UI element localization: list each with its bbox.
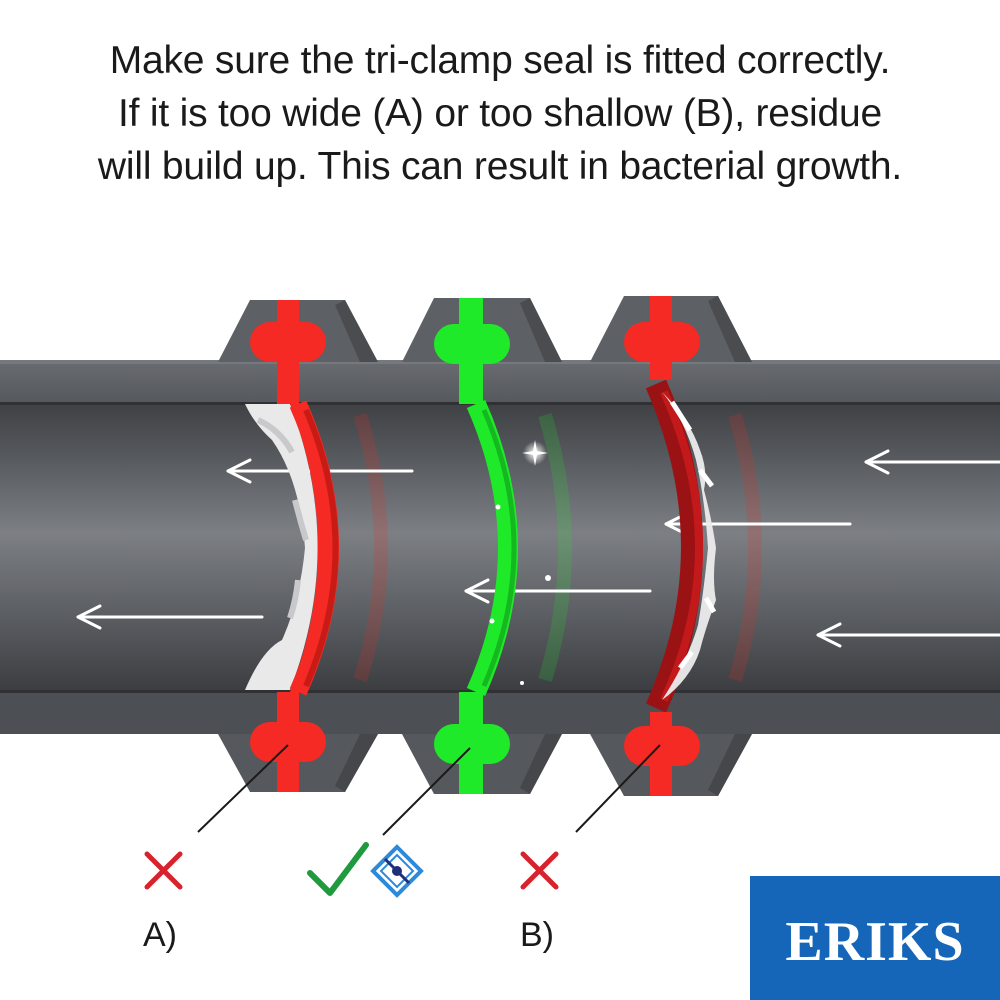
flow-arrow	[816, 622, 1000, 648]
cross-icon	[520, 851, 559, 890]
caption-line-2: If it is too wide (A) or too shallow (B)…	[118, 92, 882, 135]
seal-reflections	[353, 412, 762, 683]
leader-line-a	[197, 744, 289, 833]
logo-text: ERIKS	[785, 911, 964, 973]
residue-a	[245, 404, 318, 690]
flow-arrow	[76, 604, 264, 630]
eriks-logo: ERIKS	[750, 876, 1000, 1000]
seal-correct-top-bead	[434, 324, 510, 364]
seal-correct-bottom-bead	[434, 724, 510, 764]
sparkles	[489, 440, 551, 685]
flow-arrow	[864, 449, 1000, 475]
seal-b-top-bead	[624, 322, 700, 362]
caption: Make sure the tri-clamp seal is fitted c…	[20, 34, 980, 193]
label-a: A)	[143, 916, 177, 954]
seal-correct	[434, 298, 551, 794]
caption-line-1: Make sure the tri-clamp seal is fitted c…	[109, 39, 891, 82]
check-icon	[307, 842, 369, 896]
cross-icon	[144, 851, 183, 890]
seal-a-too-wide	[245, 300, 339, 792]
seal-correct-ring	[466, 399, 518, 697]
residue-b	[662, 392, 716, 700]
certified-seal-icon	[370, 844, 424, 898]
leader-line-b	[575, 744, 661, 833]
caption-line-3: will build up. This can result in bacter…	[97, 145, 903, 188]
logo-background	[750, 876, 1000, 1000]
label-b: B)	[520, 916, 554, 954]
seal-b-too-shallow	[624, 296, 717, 796]
leader-lines	[197, 744, 661, 836]
seal-b-bottom-bead	[624, 726, 700, 766]
leader-line-good	[382, 747, 471, 836]
pipe-wall-top	[0, 362, 1000, 404]
seal-a-top-bead	[250, 322, 326, 362]
seal-a-bottom-bead	[250, 722, 326, 762]
seal-b-ring	[645, 379, 703, 713]
